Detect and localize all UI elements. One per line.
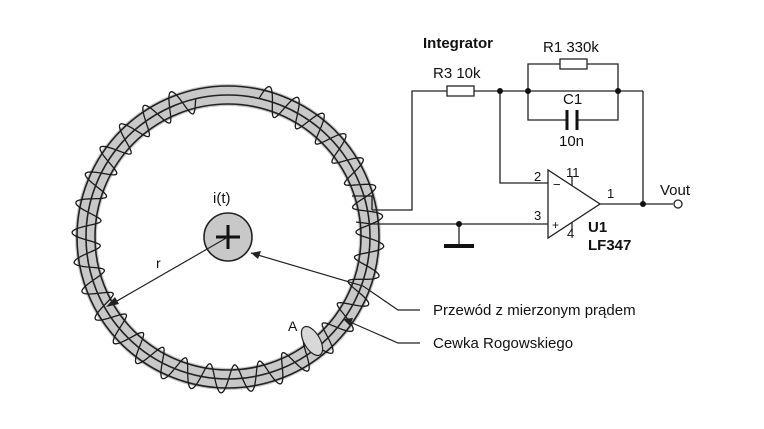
r1-label: R1 330k	[543, 39, 599, 56]
lf347-label: LF347	[588, 237, 631, 254]
pin1-label: 1	[607, 186, 614, 201]
radius-line	[109, 236, 229, 306]
rogowski-coil: A	[71, 84, 385, 394]
junction-feedback-left	[525, 88, 531, 94]
winding-lead-top	[352, 195, 373, 210]
current-label: i(t)	[213, 190, 231, 207]
op-amp-u1	[547, 168, 602, 240]
pin3-label: 3	[534, 208, 541, 223]
wire-coil-to-r3	[372, 90, 447, 211]
radius-label: r	[156, 255, 161, 271]
wire-c1-left	[527, 91, 566, 121]
integrator-title: Integrator	[423, 35, 493, 52]
coil-label: Cewka Rogowskiego	[433, 335, 573, 352]
circuit-wires	[372, 63, 673, 245]
conductor: i(t)	[203, 190, 253, 262]
coil-leader-arrow	[343, 318, 353, 326]
coil-inner-edge	[94, 103, 362, 371]
resistor-r3	[446, 85, 475, 97]
junction-r3-node	[497, 88, 503, 94]
r3-label: R3 10k	[433, 65, 481, 82]
radius-arrowhead	[106, 297, 119, 307]
pin4-label: 4	[567, 226, 574, 241]
conductor-leader-arrow	[251, 251, 261, 259]
coil-return-wire	[85, 94, 371, 380]
resistor-r1	[559, 58, 588, 70]
u1-label: U1	[588, 219, 607, 236]
conductor-label: Przewód z mierzonym prądem	[433, 302, 636, 319]
conductor-leader-line	[250, 252, 420, 311]
wire-r1-left	[527, 63, 560, 91]
radius: r	[106, 236, 229, 307]
c1-label: C1	[563, 91, 582, 108]
pin2-label: 2	[534, 169, 541, 184]
components: R3 10k R1 330k C1 10n Vout − + 2 11 1 3 …	[433, 39, 691, 254]
op-amp-minus: −	[553, 177, 561, 192]
junction-feedback-right	[615, 88, 621, 94]
vout-terminal	[673, 199, 683, 209]
pin11-label: 11	[566, 165, 580, 180]
coil-leader-line	[349, 321, 420, 344]
point-a-label: A	[288, 318, 298, 334]
op-amp-plus: +	[552, 218, 559, 232]
wire-r3-to-inverting	[474, 90, 548, 184]
junction-output	[640, 201, 646, 207]
cross-section-a	[300, 325, 324, 357]
wire-c1-right	[578, 91, 619, 121]
leaders: Przewód z mierzonym prądem Cewka Rogowsk…	[250, 251, 636, 352]
wire-r1-right	[587, 63, 619, 91]
vout-label: Vout	[660, 182, 691, 199]
c1-value: 10n	[559, 133, 584, 150]
junction-ground	[456, 221, 462, 227]
